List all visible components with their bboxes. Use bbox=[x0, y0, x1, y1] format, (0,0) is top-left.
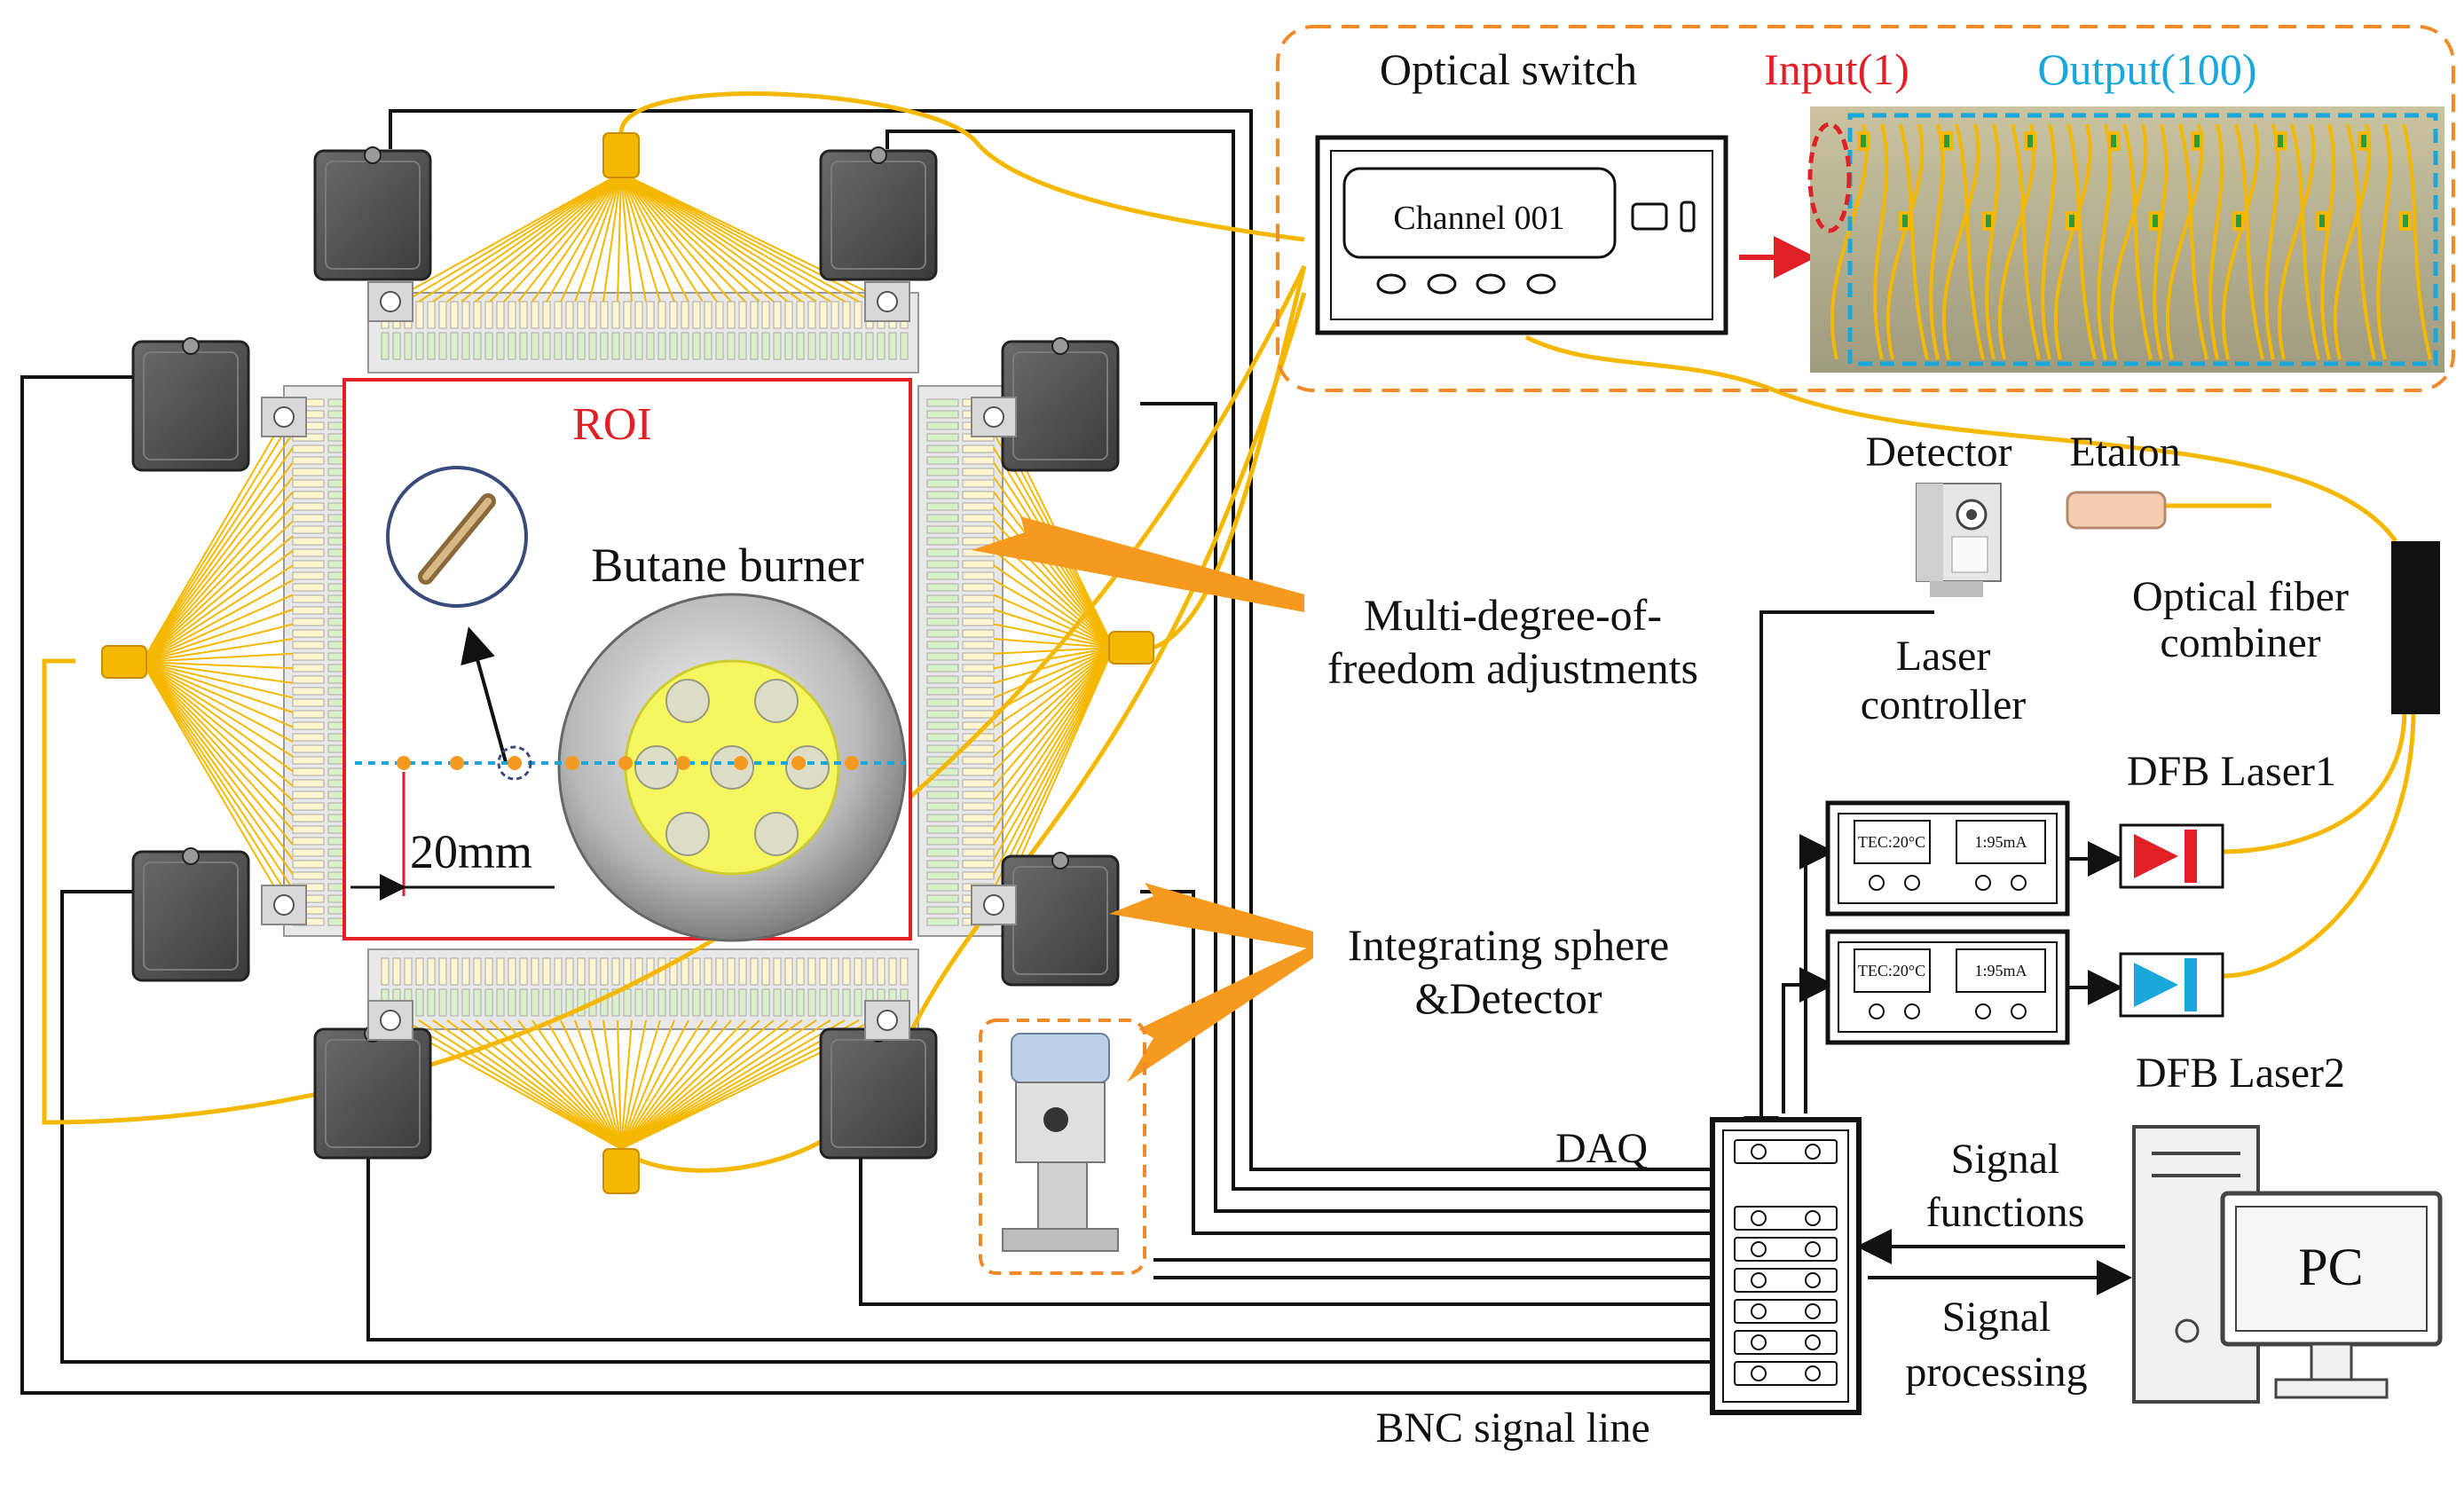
integrating-sphere-label-1: Integrating sphere bbox=[1348, 920, 1669, 970]
laser-controller-2: TEC:20°C 1:95mA bbox=[1825, 929, 2070, 1045]
fiber-combiner-label-1: Optical fiber bbox=[2132, 573, 2349, 620]
tec-readout-1: TEC:20°C bbox=[1858, 833, 1925, 851]
input-label: Input(1) bbox=[1764, 44, 1909, 94]
roi-region: ROI Butane burner bbox=[342, 378, 912, 942]
dfb-laser-1-label: DFB Laser1 bbox=[2127, 748, 2336, 795]
optical-switch-label: Optical switch bbox=[1380, 44, 1637, 94]
fiber-combiner-label-2: combiner bbox=[2160, 619, 2320, 666]
distance-label: 20mm bbox=[410, 825, 532, 878]
signal-processing-label-1: Signal bbox=[1942, 1294, 2051, 1341]
detector-etalon-group: Detector Etalon Optical fiber combiner L… bbox=[1861, 429, 2440, 728]
detector-label: Detector bbox=[1865, 429, 2011, 476]
current-readout-1: 1:95mA bbox=[1974, 833, 2027, 851]
switch-display bbox=[1342, 167, 1617, 259]
tec-readout-2: TEC:20°C bbox=[1858, 962, 1925, 980]
dfb-laser-2-icon bbox=[2119, 952, 2224, 1018]
signal-processing-label-2: processing bbox=[1905, 1349, 2087, 1396]
channel-readout: Channel 001 bbox=[1393, 200, 1564, 237]
daq-unit: DAQ bbox=[1555, 1117, 1862, 1415]
integrating-sphere-inset bbox=[979, 1019, 1146, 1275]
fiber-fans bbox=[141, 172, 1114, 1150]
butane-burner-label: Butane burner bbox=[591, 539, 863, 592]
detector-icon bbox=[1916, 483, 2002, 597]
multi-dof-label-2: freedom adjustments bbox=[1327, 643, 1698, 693]
sensor-frame bbox=[283, 292, 1004, 1030]
etalon-label: Etalon bbox=[2069, 429, 2180, 476]
laser-controllers: TEC:20°C 1:95mA TEC:20°C 1:95mA bbox=[1744, 610, 2345, 1152]
daq-label: DAQ bbox=[1555, 1125, 1648, 1172]
roi-label: ROI bbox=[572, 399, 652, 450]
multi-dof-label-1: Multi-degree-of- bbox=[1364, 590, 1662, 640]
current-readout-2: 1:95mA bbox=[1974, 962, 2027, 980]
callout-arrows bbox=[972, 516, 1313, 1082]
pc-group: Signal functions Signal processing PC bbox=[1856, 1125, 2443, 1404]
integrating-sphere-label-2: &Detector bbox=[1414, 973, 1602, 1023]
fiber-combiner-icon bbox=[2391, 541, 2440, 714]
bnc-signal-line-label: BNC signal line bbox=[1375, 1404, 1649, 1452]
dfb-laser-2-label: DFB Laser2 bbox=[2136, 1050, 2345, 1097]
output-label: Output(100) bbox=[2037, 44, 2256, 94]
dfb-laser-1-icon bbox=[2119, 823, 2224, 889]
pc-label: PC bbox=[2298, 1238, 2363, 1296]
measurement-points bbox=[397, 756, 859, 770]
butane-burner bbox=[557, 593, 907, 942]
laser-controller-1: TEC:20°C 1:95mA bbox=[1825, 800, 2070, 917]
signal-functions-label-2: functions bbox=[1926, 1189, 2085, 1236]
pc-icon: PC bbox=[2132, 1125, 2443, 1404]
etalon-icon bbox=[2066, 491, 2167, 530]
signal-functions-label-1: Signal bbox=[1951, 1136, 2060, 1183]
laser-controller-label-1: Laser bbox=[1896, 633, 1991, 680]
integrating-sphere-modules bbox=[131, 146, 1120, 1160]
laser-controller-label-2: controller bbox=[1861, 681, 2027, 728]
fiber-connectors bbox=[101, 132, 1154, 1194]
optical-switch-group: Optical switch Input(1) Output(100) Chan… bbox=[1276, 25, 2455, 392]
bnc-signal-lines bbox=[20, 109, 1712, 1395]
